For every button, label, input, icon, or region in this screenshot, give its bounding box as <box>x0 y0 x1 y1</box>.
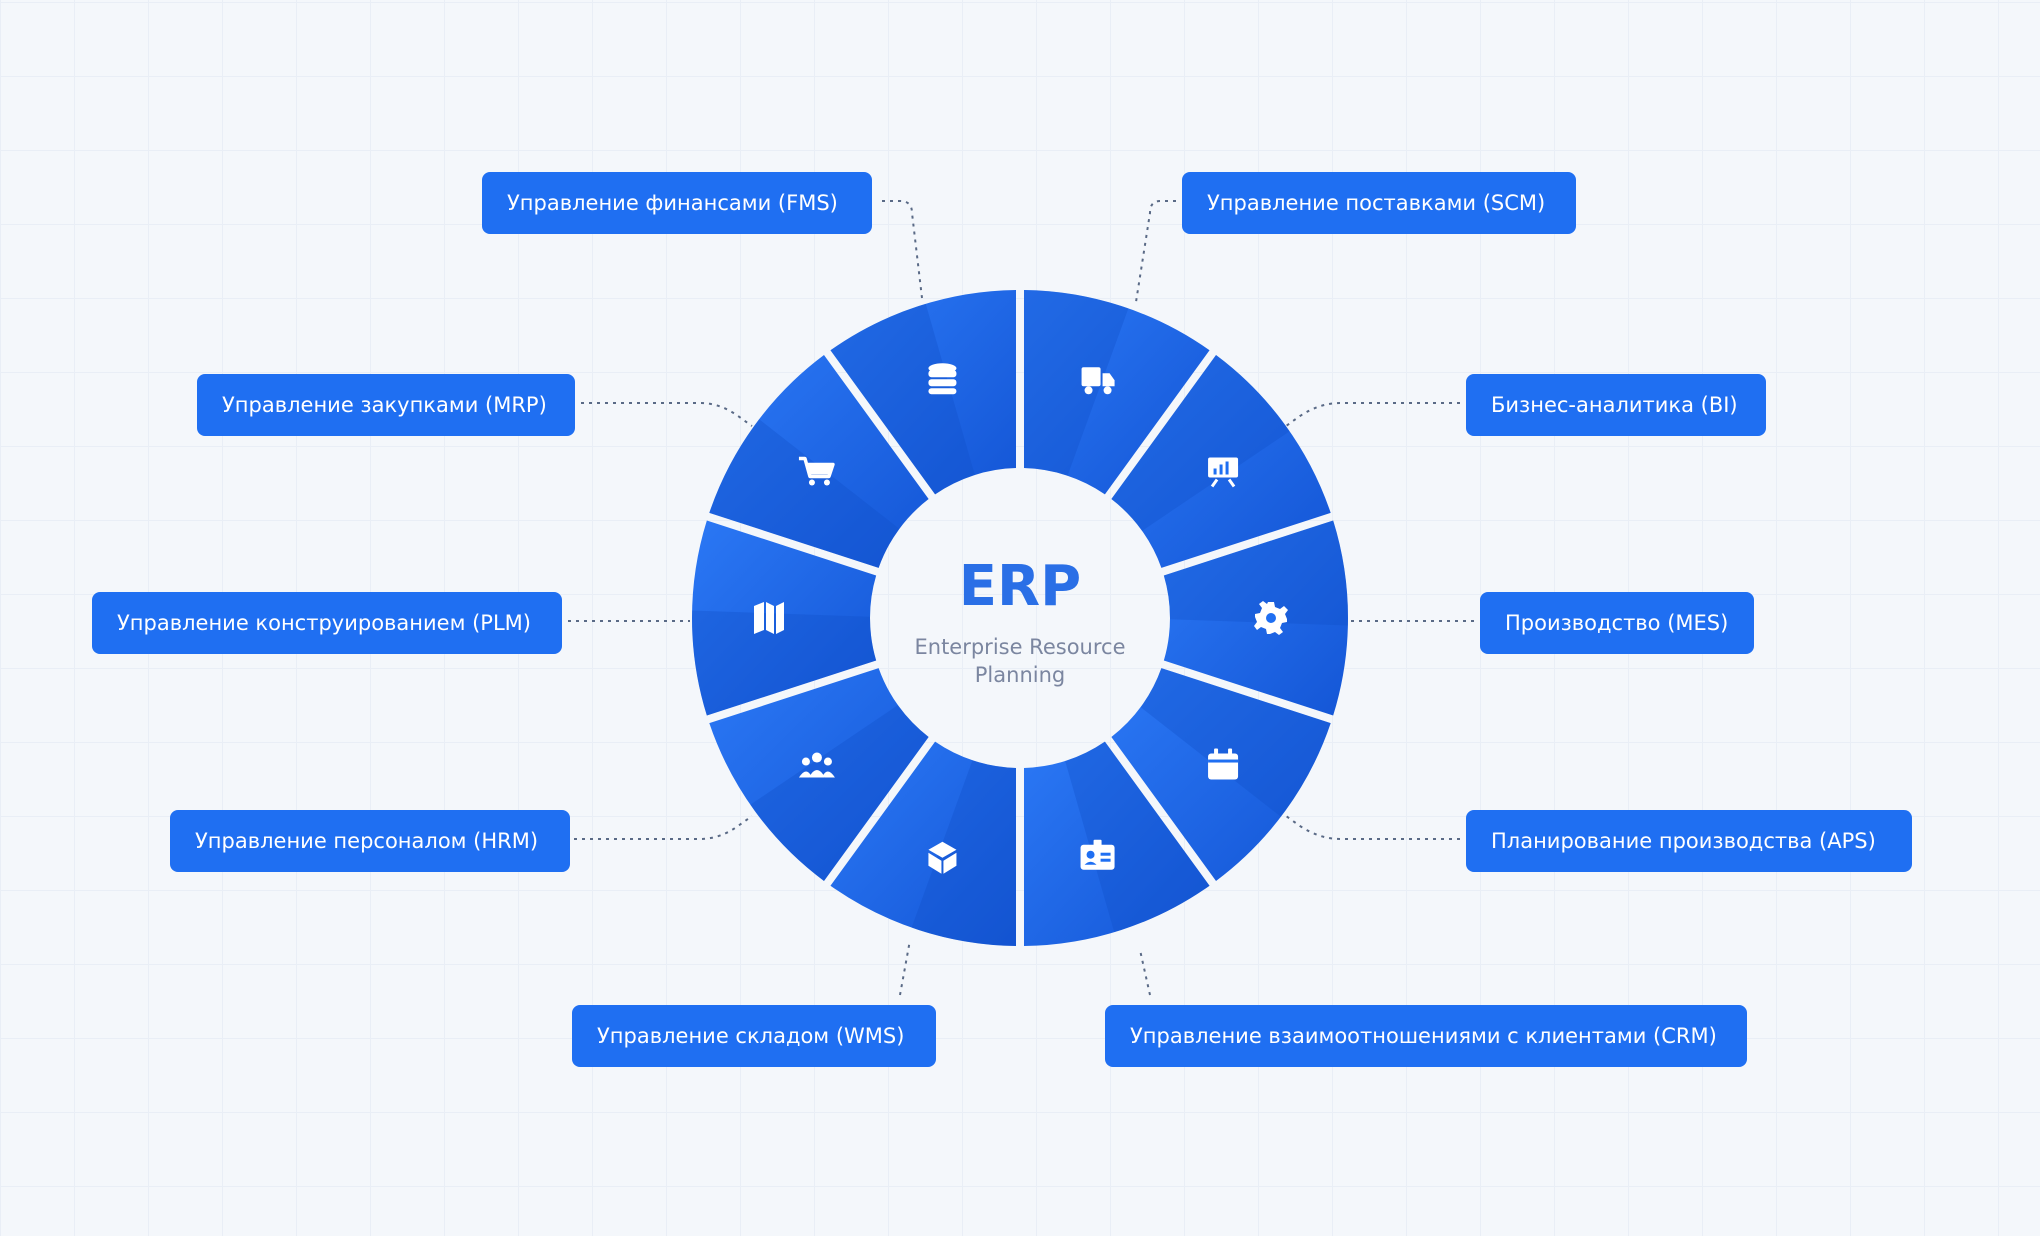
center-title: ERP <box>959 554 1081 619</box>
ring-segment-shade-8 <box>750 705 929 881</box>
module-label-1[interactable]: Управление финансами (FMS) <box>482 172 872 234</box>
ring-segment-2[interactable] <box>1023 290 1210 495</box>
module-label-3[interactable]: Бизнес-аналитика (BI) <box>1466 374 1766 436</box>
connector-line-1 <box>882 200 923 299</box>
ring-segment-shade-5 <box>1140 668 1331 817</box>
ring-segment-shade-9 <box>692 610 877 716</box>
module-label-7[interactable]: Управление складом (WMS) <box>572 1005 936 1067</box>
center-subtitle-line2: Planning <box>975 663 1065 687</box>
module-label-4[interactable]: Производство (MES) <box>1480 592 1754 654</box>
ring-segment-shade-1 <box>830 303 975 495</box>
ring-segment-shade-6 <box>1065 741 1210 933</box>
connector-line-10 <box>581 402 753 427</box>
module-label-6[interactable]: Управление взаимоотношениями с клиентами… <box>1105 1005 1747 1067</box>
ring-segment-shade-4 <box>1163 520 1348 626</box>
ring-segment-9[interactable] <box>692 520 877 716</box>
cart-icon <box>798 456 835 486</box>
connector-line-3 <box>1285 402 1460 427</box>
id-card-icon <box>1080 839 1115 870</box>
connector-line-5 <box>1285 815 1460 840</box>
module-icons <box>754 363 1288 874</box>
database-icon <box>928 363 957 395</box>
connector-lines <box>568 200 1474 996</box>
module-label-9[interactable]: Управление конструированием (PLM) <box>92 592 562 654</box>
module-label-2[interactable]: Управление поставками (SCM) <box>1182 172 1576 234</box>
ring-segment-10[interactable] <box>709 355 929 568</box>
connector-line-7 <box>899 939 911 996</box>
ring-segment-7[interactable] <box>830 741 1017 946</box>
people-icon <box>798 752 835 778</box>
connector-line-6 <box>1139 949 1151 996</box>
module-label-5[interactable]: Планирование производства (APS) <box>1466 810 1912 872</box>
gear-icon <box>1254 601 1288 635</box>
calendar-icon <box>1208 748 1239 780</box>
ring-segment-shade-7 <box>911 760 1017 946</box>
ring-segment-6[interactable] <box>1023 741 1210 946</box>
connector-line-2 <box>1135 200 1176 303</box>
truck-icon <box>1081 367 1115 395</box>
ring-segment-shade-10 <box>709 419 900 568</box>
ring-segment-shade-2 <box>1023 290 1129 476</box>
module-label-10[interactable]: Управление закупками (MRP) <box>197 374 575 436</box>
presentation-chart-icon <box>1208 457 1239 488</box>
center-subtitle-line1: Enterprise Resource <box>914 635 1125 659</box>
box-icon <box>928 841 957 874</box>
ring-segment-1[interactable] <box>830 290 1017 495</box>
blueprint-icon <box>754 602 784 634</box>
module-label-8[interactable]: Управление персоналом (HRM) <box>170 810 570 872</box>
connector-line-8 <box>574 815 753 840</box>
ring-segment-shade-3 <box>1111 355 1290 531</box>
